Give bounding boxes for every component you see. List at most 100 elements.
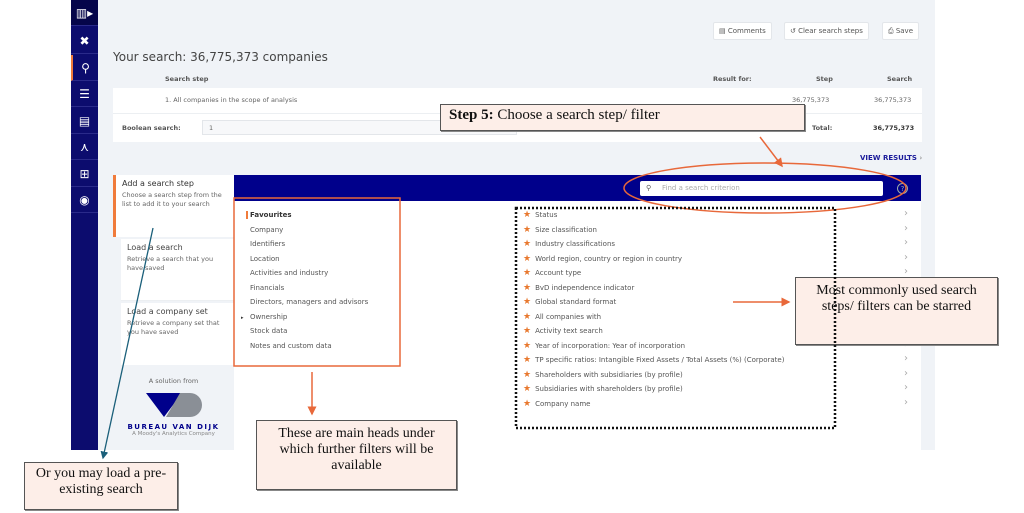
star-icon[interactable]: ★: [523, 311, 532, 322]
criterion-label: All companies with: [535, 312, 602, 321]
chevron-right-icon: ›: [904, 396, 908, 408]
criterion-label: Subsidiaries with shareholders (by profi…: [535, 385, 683, 393]
step-count: 36,775,373: [792, 96, 830, 104]
favourite-criterion[interactable]: ★Size classification›: [523, 222, 913, 235]
criterion-label: Industry classifications: [535, 240, 616, 248]
star-icon[interactable]: ★: [523, 239, 532, 249]
add-step-desc: Choose a search step from the list to ad…: [122, 191, 222, 208]
category-item[interactable]: Location: [250, 254, 280, 263]
category-item[interactable]: Notes and custom data: [250, 341, 332, 350]
criterion-label: Company name: [535, 399, 591, 408]
search-list-icon[interactable]: ☰: [71, 81, 98, 107]
add-chart-icon[interactable]: ⊞: [71, 161, 98, 187]
search-count: 36,775,373: [874, 96, 912, 104]
criterion-label: BvD independence indicator: [535, 283, 635, 292]
page-title: Your search: 36,775,373 companies: [113, 50, 328, 64]
criterion-label: Status: [535, 211, 558, 219]
criterion-label: Account type: [535, 269, 582, 277]
favourite-criterion[interactable]: ★Industry classifications ›: [523, 237, 913, 249]
network-icon[interactable]: ✖: [71, 28, 98, 54]
bvd-logo-icon: [145, 393, 202, 417]
load-company-set-tab[interactable]: Load a company set Retrieve a company se…: [121, 303, 234, 365]
brand-name: BUREAU VAN DIJK: [127, 423, 220, 431]
star-icon[interactable]: ★: [523, 384, 532, 394]
favourite-criterion[interactable]: ★World region, country or region in coun…: [523, 251, 913, 264]
star-icon[interactable]: ★: [523, 297, 532, 307]
favourite-criterion[interactable]: ★Subsidiaries with shareholders (by prof…: [523, 382, 913, 394]
boolean-label: Boolean search:: [122, 124, 181, 132]
category-item[interactable]: Favourites: [246, 211, 292, 219]
comments-button[interactable]: ▤ Comments: [713, 22, 772, 40]
clear-label: Clear search steps: [798, 27, 863, 35]
favourite-criterion[interactable]: ★Status›: [523, 208, 913, 220]
solution-label: A solution from: [148, 377, 199, 385]
load-search-desc: Retrieve a search that you have saved: [127, 255, 214, 272]
criterion-label: Shareholders with subsidiaries (by profi…: [535, 370, 683, 379]
view-results-link[interactable]: VIEW RESULTS ›: [860, 154, 922, 162]
star-icon[interactable]: ★: [523, 340, 532, 351]
chevron-right-icon: ›: [904, 266, 908, 277]
category-item[interactable]: Ownership: [250, 312, 288, 321]
total-label: Total:: [812, 124, 833, 132]
load-note: Or you may load a pre-existing search: [24, 462, 178, 510]
col-result-for: Result for:: [713, 75, 752, 83]
clear-search-steps-button[interactable]: ↺ Clear search steps: [784, 22, 869, 40]
search-icon[interactable]: ⚲: [71, 55, 98, 81]
star-icon[interactable]: ★: [523, 282, 532, 293]
star-icon[interactable]: ★: [523, 369, 532, 380]
report-icon[interactable]: ▤: [71, 108, 98, 134]
total-value: 36,775,373: [873, 124, 915, 132]
sidebar: ▥▸ ✖ ⚲ ☰ ▤ ⋏ ⊞ ◉: [71, 0, 98, 450]
category-item[interactable]: Stock data: [250, 327, 288, 335]
save-button[interactable]: ⎙ Save: [882, 22, 920, 40]
help-icon[interactable]: ?: [897, 183, 908, 194]
toggle-icon[interactable]: ◉: [71, 187, 98, 213]
chevron-right-icon: ›: [904, 353, 908, 364]
category-item[interactable]: Directors, managers and advisors: [250, 298, 369, 306]
favourite-criterion[interactable]: ★Company name ›: [523, 396, 913, 409]
category-item[interactable]: Identifiers: [250, 240, 286, 248]
starred-note: Most commonly used search steps/ filters…: [795, 277, 998, 345]
search-icon: ⚲: [646, 184, 652, 192]
star-icon[interactable]: ★: [523, 210, 532, 220]
chevron-right-icon: ›: [904, 382, 908, 393]
caret-right-icon: ▸: [241, 314, 244, 321]
companies-icon[interactable]: ▥▸: [71, 0, 98, 26]
category-item[interactable]: Financials: [250, 283, 285, 292]
save-label: Save: [895, 27, 914, 35]
chevron-right-icon: ›: [904, 237, 908, 248]
chevron-right-icon: ›: [904, 251, 908, 263]
analytics-icon[interactable]: ⋏: [71, 134, 98, 160]
star-icon[interactable]: ★: [523, 253, 532, 264]
star-icon[interactable]: ★: [523, 224, 532, 235]
col-search: Search: [887, 75, 913, 83]
star-icon[interactable]: ★: [523, 398, 532, 409]
favourite-criterion[interactable]: ★TP specific ratios: Intangible Fixed As…: [523, 353, 913, 365]
step5-text: Choose a search step/ filter: [493, 107, 660, 123]
chevron-right-icon: ›: [904, 367, 908, 379]
chevron-right-icon: ›: [904, 222, 908, 234]
search-placeholder: Find a search criterion: [662, 184, 740, 192]
criterion-label: Year of incorporation: Year of incorpora…: [535, 341, 686, 350]
load-set-title: Load a company set: [127, 307, 208, 316]
col-step: Step: [816, 75, 833, 83]
criterion-label: TP specific ratios: Intangible Fixed Ass…: [535, 356, 785, 364]
favourite-criterion[interactable]: ★Shareholders with subsidiaries (by prof…: [523, 367, 913, 380]
criterion-search-input[interactable]: ⚲ Find a search criterion: [640, 181, 883, 196]
comments-label: Comments: [727, 27, 766, 35]
step5-note: Step 5: Choose a search step/ filter: [440, 104, 805, 131]
star-icon[interactable]: ★: [523, 355, 532, 365]
criterion-label: World region, country or region in count…: [535, 254, 683, 263]
add-search-step-tab[interactable]: Add a search step Choose a search step f…: [113, 175, 234, 237]
category-item[interactable]: Activities and industry: [250, 269, 329, 277]
heads-note: These are main heads under which further…: [256, 420, 457, 490]
search-step-row[interactable]: 1. All companies in the scope of analysi…: [165, 96, 298, 104]
brand-sub: A Moody's Analytics Company: [132, 431, 215, 437]
col-search-step: Search step: [165, 75, 209, 83]
category-item[interactable]: Company: [250, 225, 284, 234]
star-icon[interactable]: ★: [523, 326, 532, 336]
load-set-desc: Retrieve a company set that you have sav…: [127, 319, 220, 336]
chevron-right-icon: ›: [919, 154, 923, 162]
load-search-tab[interactable]: Load a search Retrieve a search that you…: [121, 239, 234, 301]
star-icon[interactable]: ★: [523, 268, 532, 278]
